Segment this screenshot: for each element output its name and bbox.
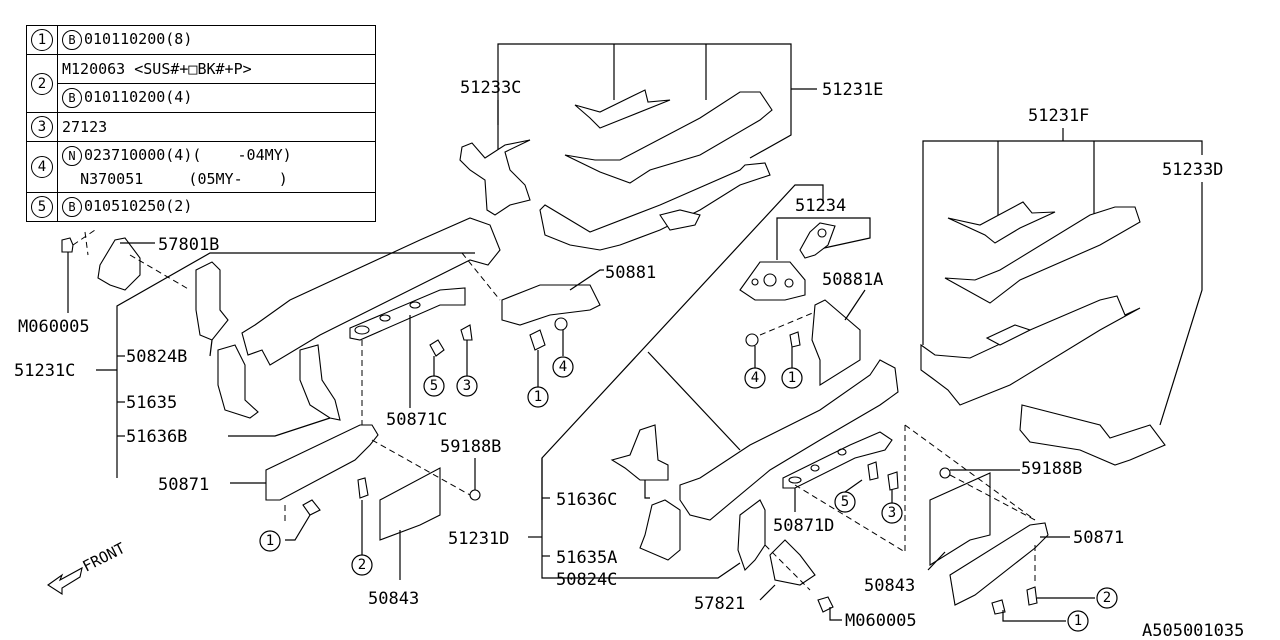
- part-label-M060005-right: M060005: [845, 611, 917, 631]
- diagram-id: A505001035: [1142, 621, 1244, 640]
- front-label: FRONT: [80, 539, 128, 576]
- legend-ref-3: 3: [31, 116, 53, 138]
- part-50881A-group: [745, 289, 866, 386]
- part-label-51635: 51635: [126, 393, 177, 413]
- svg-text:1: 1: [788, 370, 796, 386]
- part-label-50824C: 50824C: [556, 570, 617, 590]
- svg-text:2: 2: [1103, 590, 1111, 606]
- part-label-51234: 51234: [795, 196, 846, 216]
- legend-part-number: 010110200(4): [84, 88, 193, 106]
- part-label-51636C: 51636C: [556, 490, 617, 510]
- part-label-50824B: 50824B: [126, 347, 187, 367]
- callout-4-right: 4: [744, 367, 766, 389]
- callout-1-mid: 1: [527, 386, 549, 408]
- callout-2-lowleft: 2: [351, 554, 373, 576]
- callout-1-lowleft: 1: [259, 530, 281, 552]
- part-label-59188B-left: 59188B: [440, 437, 501, 457]
- part-51231D-group: [528, 351, 899, 621]
- svg-text:3: 3: [888, 505, 896, 521]
- part-label-M060005-left: M060005: [18, 317, 90, 337]
- part-label-50881: 50881: [605, 263, 656, 283]
- part-label-51231C: 51231C: [14, 361, 75, 381]
- legend-ref-4: 4: [31, 156, 53, 178]
- part-51231E-group: [459, 43, 817, 251]
- legend-ref-2: 2: [31, 72, 53, 95]
- part-label-51231E: 51231E: [822, 80, 883, 100]
- callout-4-mid: 4: [552, 356, 574, 378]
- svg-text:2: 2: [358, 557, 366, 573]
- legend-ref-1: 1: [31, 29, 53, 51]
- part-label-51231D: 51231D: [448, 529, 509, 549]
- legend-ref-5: 5: [31, 196, 53, 218]
- part-label-51231F: 51231F: [1028, 106, 1089, 126]
- callout-5-right: 5: [834, 491, 856, 513]
- legend-row-3: 3 27123: [26, 112, 376, 142]
- legend-part-number: 010110200(8): [84, 30, 193, 48]
- callout-2-lowright: 2: [1096, 587, 1118, 609]
- arrow-front-icon: [47, 566, 83, 596]
- part-label-51233C: 51233C: [460, 78, 521, 98]
- svg-text:1: 1: [266, 533, 274, 549]
- legend-row-2a: 2 M120063 <SUS#+□BK#+P>: [26, 54, 376, 113]
- part-label-51233D: 51233D: [1162, 160, 1223, 180]
- bolt-prefix-icon: B: [62, 30, 82, 50]
- svg-text:4: 4: [559, 359, 567, 375]
- svg-text:1: 1: [1074, 613, 1082, 629]
- part-label-57801B: 57801B: [158, 235, 219, 255]
- part-label-50871-right: 50871: [1073, 528, 1124, 548]
- part-51231F-group: [920, 128, 1203, 466]
- callout-5-left: 5: [423, 375, 445, 397]
- callout-1-lowright: 1: [1067, 610, 1089, 632]
- callout-3-right: 3: [881, 502, 903, 524]
- svg-text:4: 4: [751, 370, 759, 386]
- part-label-59188B-right: 59188B: [1021, 459, 1082, 479]
- callout-3-left: 3: [456, 375, 478, 397]
- legend-part-number: 010510250(2): [84, 197, 193, 215]
- callout-1-right: 1: [781, 367, 803, 389]
- part-label-50843-right: 50843: [864, 576, 915, 596]
- part-51231C-group: [61, 217, 501, 478]
- part-label-50871C: 50871C: [386, 410, 447, 430]
- part-50871C-group: [349, 252, 604, 440]
- nut-prefix-icon: N: [62, 146, 82, 166]
- part-50871D-group: [782, 425, 906, 553]
- part-label-50871-left: 50871: [158, 475, 209, 495]
- legend-part-number: 27123: [62, 118, 108, 136]
- legend-part-number: 023710000(4)( -04MY): [84, 146, 292, 164]
- part-label-50881A: 50881A: [822, 270, 883, 290]
- part-50871-right-group: [904, 424, 1095, 622]
- svg-text:3: 3: [463, 378, 471, 394]
- part-50871-left-group: [230, 424, 481, 580]
- svg-text:1: 1: [534, 389, 542, 405]
- legend-part-number: M120063 <SUS#+□BK#+P>: [62, 60, 252, 78]
- front-marker: FRONT: [47, 539, 128, 596]
- svg-text:5: 5: [430, 378, 438, 394]
- part-label-51636B: 51636B: [126, 427, 187, 447]
- legend-part-number: N370051 (05MY- ): [80, 170, 288, 188]
- part-label-57821: 57821: [694, 594, 745, 614]
- part-label-51635A: 51635A: [556, 548, 617, 568]
- part-label-50871D: 50871D: [773, 516, 834, 536]
- bolt-prefix-icon: B: [62, 197, 82, 217]
- bolt-prefix-icon: B: [62, 88, 82, 108]
- svg-text:5: 5: [841, 494, 849, 510]
- part-label-50843-left: 50843: [368, 589, 419, 609]
